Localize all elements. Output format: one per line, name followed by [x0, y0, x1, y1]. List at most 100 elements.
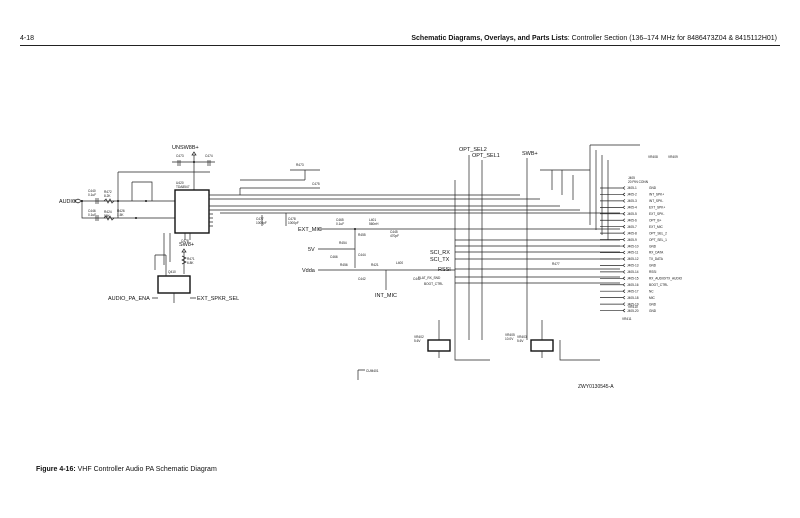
q410-ref: Q410: [168, 270, 176, 274]
connector-pin-wire: [600, 302, 626, 306]
connector-pin-number: J405-18: [627, 296, 639, 300]
connector-pin-net: RSSI: [649, 270, 657, 274]
r473-wire: [240, 169, 320, 181]
junction: [193, 161, 195, 163]
q410-body: [157, 275, 191, 294]
connector-pin-number: J405-7: [627, 225, 637, 229]
connector-pin-net: EXT_SPK-: [649, 212, 664, 216]
net-ext-mic: EXT_MIC: [298, 227, 322, 233]
zener-wires: [438, 320, 543, 358]
connector-pin-number: J405-8: [627, 231, 637, 235]
connector-pin-wire: [600, 257, 626, 261]
connector-pin-net: GND: [649, 186, 657, 190]
audio-input-section: AUDIO C440 0.1uF C446 0.1uF R472 8.2K R4…: [59, 171, 210, 221]
vr402-body: [427, 339, 451, 352]
connector-pin-number: J405-6: [627, 218, 637, 222]
u420-ref: U420: [176, 181, 184, 185]
opt-sel-wires: [468, 155, 483, 340]
label-vr410: VR410: [628, 305, 638, 309]
label-l400: L400: [396, 261, 403, 265]
conn-top-wires: [589, 144, 640, 240]
u420-body: [174, 189, 210, 234]
net-boot-ctrl: BOOT_CTRL: [424, 282, 443, 286]
net-int-mic: INT_MIC: [375, 293, 397, 299]
value-r471: 6.8K: [187, 261, 194, 265]
signal-bus: R473 C475 C477 1000pF C478 1000pF: [215, 163, 620, 226]
connector-pin-net: INT_SPK-: [649, 199, 663, 203]
connector-pin-number: J405-1: [627, 186, 637, 190]
connector-pin-wire: [600, 263, 626, 268]
connector-pin-net: NC: [649, 289, 654, 293]
res-r471: [181, 255, 187, 265]
zener-diodes: VR402 5.6V VR403 5.6V VR405 10.0V VR408 …: [414, 155, 678, 361]
data-signals: OPT_SEL2 OPT_SEL1 SCI_RX SCI_TX RSSI FLA…: [418, 144, 640, 340]
cap-c477-c478: [220, 212, 620, 226]
wire-feedback: [117, 171, 210, 218]
connector-pin-number: J405-4: [627, 206, 637, 210]
net-audio-pa-ena: AUDIO_PA_ENA: [108, 296, 150, 302]
connector-pin-net: OPT_B+: [649, 218, 661, 222]
label-c474: C474: [205, 154, 213, 158]
connector-pin-number: J405-10: [627, 244, 639, 248]
wire-u420-to-q410: [163, 233, 171, 265]
junction: [145, 200, 147, 202]
connector-pin-number: J405-17: [627, 289, 639, 293]
net-audio: AUDIO: [59, 199, 76, 205]
connector-pin-wire: [600, 199, 626, 203]
cap-bank-wires: [454, 340, 600, 361]
junction: [135, 217, 137, 219]
net-vdda: Vdda: [302, 268, 316, 274]
label-r473: R473: [296, 163, 304, 167]
header-title-bold: Schematic Diagrams, Overlays, and Parts …: [411, 35, 568, 42]
value-c478: 1000pF: [288, 221, 299, 225]
connector-pin-number: J405-2: [627, 193, 637, 197]
connector-pin-number: J405-15: [627, 277, 639, 281]
connector-pin-wire: [600, 192, 626, 197]
value-c465: 0.1uF: [336, 222, 344, 226]
connector-pin-net: RX_AUDIO/TX_AUDIO: [649, 277, 683, 281]
signal-wires: [455, 251, 620, 284]
label-c466: C466: [330, 255, 338, 259]
wire-feedback-2: [131, 181, 153, 201]
connector-pin-wire: [600, 212, 626, 216]
label-vr402: VR402: [414, 335, 424, 339]
connector-pin-net: OPT_SEL_1: [649, 238, 667, 242]
connector-pin-net: GND: [649, 302, 657, 306]
caption-rest: VHF Controller Audio PA Schematic Diagra…: [75, 466, 217, 473]
connector-pin-number: J405-5: [627, 212, 637, 216]
header-title-rest: : Controller Section (136–174 MHz for 84…: [567, 35, 777, 42]
label-r454: R454: [339, 241, 347, 245]
value-r426: 1.5K: [117, 213, 124, 217]
net-sci-tx: SCI_TX: [430, 257, 450, 263]
net-sci-rx: SCI_RX: [430, 250, 450, 256]
value-r472: 8.2K: [104, 194, 111, 198]
gnd-ref-wire: [357, 369, 365, 380]
cap-c440-c446: [95, 198, 99, 221]
label-r421: R421: [371, 263, 379, 267]
connector-desc: 20 PIN CONN: [628, 180, 649, 184]
net-unsw8b-plus: UNSW8B+: [172, 145, 199, 151]
figure-caption: Figure 4-16: VHF Controller Audio PA Sch…: [36, 466, 217, 473]
connector-pin-net: TX_DATA: [649, 257, 664, 261]
header-rule: [20, 45, 780, 46]
label-c465: C465: [336, 218, 344, 222]
connector-pin-number: J405-20: [627, 309, 639, 313]
label-c478-bottom: C478: [181, 239, 189, 243]
junction: [117, 200, 119, 202]
u420-bottom-pins: [184, 233, 191, 240]
connector-pin-wire: [600, 186, 626, 190]
value-vr403: 5.6V: [517, 339, 524, 343]
connector-pin-number: J405-19: [627, 302, 639, 306]
connector-pin-number: J405-14: [627, 270, 639, 274]
u420-pins: [209, 194, 215, 227]
connector-pin-wire: [600, 295, 626, 300]
connector-pin-wire: [600, 244, 626, 248]
label-vr411: VR411: [622, 317, 632, 321]
label-c441: C441: [413, 277, 421, 281]
net-rssi: RSSI: [438, 267, 451, 273]
label-r477: R477: [552, 262, 560, 266]
connector-pin-wire: [600, 237, 626, 242]
connector-pin-number: J405-12: [627, 257, 639, 261]
